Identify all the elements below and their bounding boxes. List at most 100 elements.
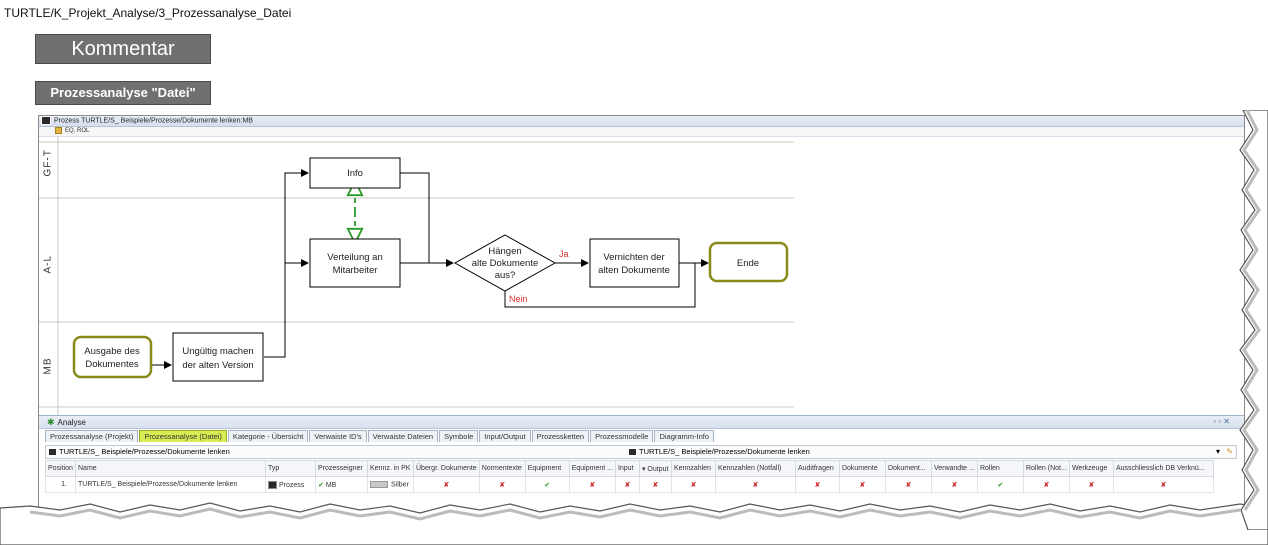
silver-swatch	[370, 480, 388, 488]
cell-auditfragen: ✘	[794, 476, 840, 493]
filter-row: TURTLE/S_ Beispiele/Prozesse/Dokumente l…	[45, 445, 1237, 459]
cell-equipment-2: ✘	[568, 476, 616, 493]
cell-ausschliesslich-db: ✘	[1112, 476, 1214, 493]
process-icon	[48, 448, 57, 457]
cell-eigner: ✔ MB	[315, 476, 368, 493]
decision-label-3: aus?	[495, 270, 516, 281]
process-icon	[628, 448, 637, 457]
window-buttons[interactable]: ▫ ▫ ✕	[1213, 417, 1230, 426]
process-window: Prozess TURTLE/S_ Beispiele/Prozesse/Dok…	[38, 115, 1245, 527]
col-name[interactable]: Name	[75, 460, 266, 477]
col-position[interactable]: Position	[45, 460, 76, 477]
vernichten-label-1: Vernichten der	[603, 252, 664, 263]
col-verwandte[interactable]: Verwandte ...	[930, 460, 978, 477]
filter-left-label: TURTLE/S_ Beispiele/Prozesse/Dokumente l…	[59, 447, 230, 456]
process-icon	[268, 480, 277, 489]
tab-prozessmodelle[interactable]: Prozessmodelle	[590, 430, 654, 442]
col-output[interactable]: ▾ Output	[638, 460, 672, 477]
prozessanalyse-button[interactable]: Prozessanalyse "Datei"	[35, 81, 211, 105]
col-prozesseigner[interactable]: Prozesseigner	[315, 460, 368, 477]
tab-diagramm-info[interactable]: Diagramm-Info	[654, 430, 715, 442]
tab-verwaiste-ids[interactable]: Verwaiste ID's	[309, 430, 367, 442]
col-equipment[interactable]: Equipment	[524, 460, 570, 477]
check-icon: ✔	[318, 481, 324, 489]
cell-rollen-notfall: ✘	[1022, 476, 1070, 493]
cell-uebergr-dokumente: ✘	[413, 476, 480, 493]
process-window-title: Prozess TURTLE/S_ Beispiele/Prozesse/Dok…	[54, 117, 253, 125]
torn-edge-right	[1239, 110, 1268, 530]
cell-typ: Prozess	[265, 476, 316, 493]
vernichten-label-2: alten Dokumente	[598, 265, 670, 276]
col-rollen-notfall[interactable]: Rollen (Not...	[1022, 460, 1070, 477]
analyse-table-wrap: Position Name Typ Prozesseigner Kennz. i…	[45, 460, 1235, 500]
decision-diamond[interactable]	[453, 234, 557, 292]
col-kennzahlen[interactable]: Kennzahlen	[670, 460, 716, 477]
analyse-table: Position Name Typ Prozesseigner Kennz. i…	[45, 460, 1214, 493]
col-kennzahlen-notfall[interactable]: Kennzahlen (Notfall)	[714, 460, 796, 477]
col-dokumente[interactable]: Dokumente	[838, 460, 886, 477]
table-row[interactable]: 1. TURTLE/S_ Beispiele/Prozesse/Dokument…	[45, 476, 1214, 493]
tab-prozessanalyse-projekt[interactable]: Prozessanalyse (Projekt)	[45, 430, 139, 442]
filter-right[interactable]: TURTLE/S_ Beispiele/Prozesse/Dokumente l…	[626, 446, 810, 458]
cell-eigner-label: MB	[325, 481, 337, 489]
cell-name: TURTLE/S_ Beispiele/Prozesse/Dokumente l…	[75, 476, 266, 493]
vernichten-box[interactable]	[589, 238, 680, 288]
col-kennz-in-pk[interactable]: Kennz. in PK	[367, 460, 414, 477]
tab-input-output[interactable]: Input/Output	[479, 430, 531, 442]
verteilung-box[interactable]	[309, 238, 401, 288]
process-icon	[41, 116, 51, 125]
tab-prozessanalyse-datei[interactable]: Prozessanalyse (Datei)	[139, 430, 227, 442]
breadcrumb: TURTLE/K_Projekt_Analyse/3_Prozessanalys…	[4, 6, 292, 20]
col-equipment-2[interactable]: Equipment ...	[568, 460, 616, 477]
cell-werkzeuge: ✘	[1068, 476, 1114, 493]
cell-rollen: ✔	[976, 476, 1024, 493]
col-auditfragen[interactable]: Auditfragen	[794, 460, 840, 477]
tab-symbole[interactable]: Symbole	[439, 430, 479, 442]
export-icon[interactable]: ✎	[1226, 447, 1233, 456]
ausgabe-box[interactable]	[72, 335, 153, 379]
cell-verwandte: ✘	[930, 476, 978, 493]
col-rollen[interactable]: Rollen	[976, 460, 1024, 477]
subbar-label: EQ, ROL	[65, 128, 90, 135]
nein-label: Nein	[509, 294, 528, 304]
dropdown-icon[interactable]: ▾	[1215, 447, 1220, 456]
cell-kennz: Silber	[367, 476, 414, 493]
tab-prozessketten[interactable]: Prozessketten	[531, 430, 590, 442]
col-dokument-2[interactable]: Dokument...	[884, 460, 932, 477]
analyse-title: Analyse	[57, 418, 87, 427]
cell-kennz-label: Silber	[391, 481, 409, 489]
process-diagram: Info Verteilung an Mitarbeiter Hängen al…	[39, 136, 794, 416]
col-input[interactable]: Input	[614, 460, 640, 477]
decision-label-1: Hängen	[488, 246, 521, 257]
cell-normentexte: ✘	[478, 476, 526, 493]
analyse-star-icon: ✱	[47, 417, 55, 427]
tab-verwaiste-dateien[interactable]: Verwaiste Dateien	[367, 430, 439, 442]
ungueltig-box[interactable]	[172, 332, 264, 382]
col-typ[interactable]: Typ	[265, 460, 316, 477]
tab-kategorie-uebersicht[interactable]: Kategorie - Übersicht	[227, 430, 309, 442]
verteilung-label-2: Mitarbeiter	[333, 265, 378, 276]
ende-label: Ende	[737, 258, 759, 269]
kommentar-button[interactable]: Kommentar	[35, 34, 211, 64]
ungueltig-label-1: Ungültig machen	[182, 346, 253, 357]
cell-dokumente: ✘	[838, 476, 886, 493]
col-werkzeuge[interactable]: Werkzeuge	[1068, 460, 1114, 477]
col-normentexte[interactable]: Normentexte	[478, 460, 526, 477]
cell-typ-label: Prozess	[279, 481, 305, 489]
cell-kennzahlen-notfall: ✘	[714, 476, 796, 493]
ausgabe-label-1: Ausgabe des	[84, 346, 140, 357]
process-window-titlebar: Prozess TURTLE/S_ Beispiele/Prozesse/Dok…	[39, 116, 1244, 127]
process-subbar: EQ, ROL	[39, 127, 1244, 137]
eq-rol-icon	[55, 127, 62, 134]
col-uebergr-dokumente[interactable]: Übergr. Dokumente	[413, 460, 480, 477]
ungueltig-label-2: der alten Version	[182, 360, 253, 371]
ende-box[interactable]	[708, 241, 789, 283]
cell-kennzahlen: ✘	[670, 476, 716, 493]
cell-equipment: ✔	[524, 476, 570, 493]
info-box[interactable]	[309, 157, 401, 189]
table-header-row: Position Name Typ Prozesseigner Kennz. i…	[45, 460, 1214, 477]
ja-label: Ja	[559, 249, 569, 259]
analyse-header: ✱Analyse ▫ ▫ ✕	[39, 415, 1244, 429]
cell-input: ✘	[614, 476, 640, 493]
col-ausschliesslich-db[interactable]: Ausschliesslich DB Verknü...	[1112, 460, 1214, 477]
